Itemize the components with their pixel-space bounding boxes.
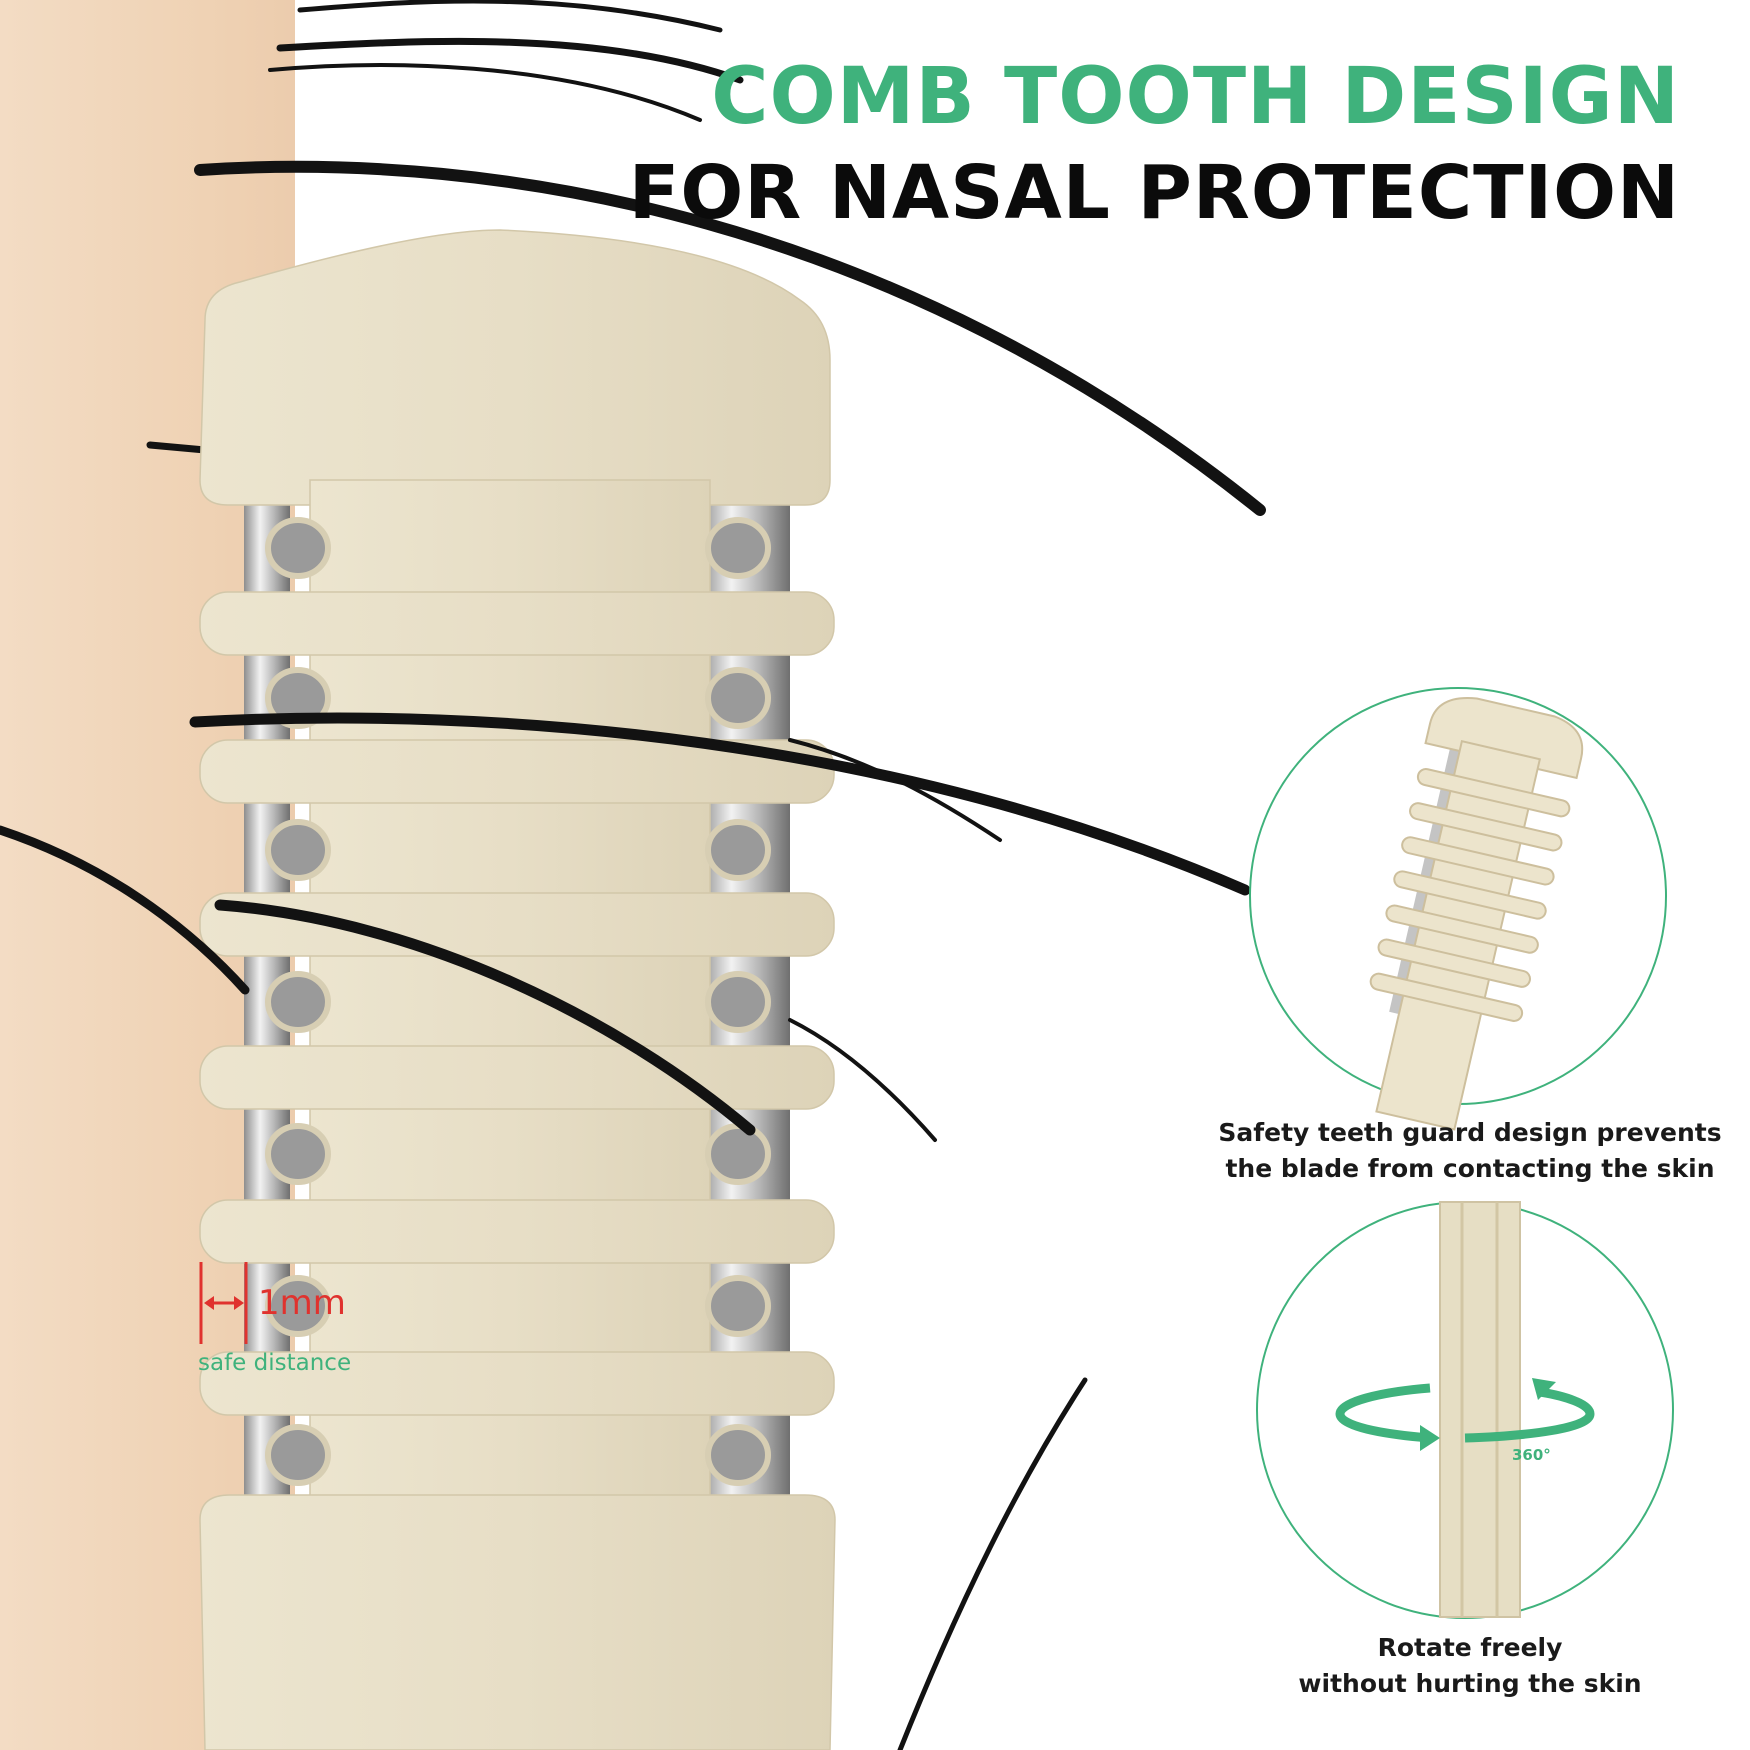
rotation-degree-label: 360° xyxy=(1512,1446,1551,1464)
headline-secondary: FOR NASAL PROTECTION xyxy=(628,150,1680,236)
comb-caption: Safety teeth guard design prevents the b… xyxy=(1210,1115,1730,1187)
measure-value: 1mm xyxy=(258,1283,346,1323)
rotate-caption-line-2: without hurting the skin xyxy=(1298,1669,1642,1698)
comb-caption-line-1: Safety teeth guard design prevents xyxy=(1218,1118,1722,1147)
hair-strands-front xyxy=(0,712,1251,1750)
rotate-caption: Rotate freely without hurting the skin xyxy=(1240,1630,1700,1702)
blade-windows xyxy=(265,517,771,1486)
headline-primary: COMB TOOTH DESIGN xyxy=(711,52,1680,142)
detail-circle-comb xyxy=(1249,687,1667,1131)
comb-caption-line-2: the blade from contacting the skin xyxy=(1225,1154,1715,1183)
hair-strands-back xyxy=(146,0,1266,516)
rotate-arrows-icon xyxy=(1335,1383,1595,1443)
measure-caption: safe distance xyxy=(198,1350,352,1376)
detail-circle-rotate xyxy=(1256,1201,1674,1619)
measure-marker xyxy=(199,1262,248,1344)
rotate-caption-line-1: Rotate freely xyxy=(1377,1633,1563,1662)
comb-guard xyxy=(199,229,836,1750)
